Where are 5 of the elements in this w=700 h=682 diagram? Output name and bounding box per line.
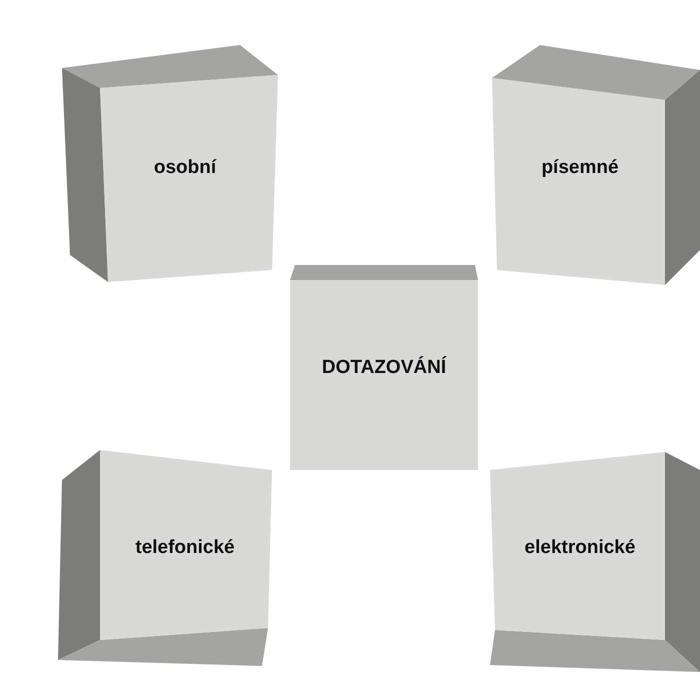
cube-label: telefonické [135,537,235,559]
cube-label: osobní [154,157,216,179]
cube-label: písemné [541,157,619,179]
cube-label: DOTAZOVÁNÍ [322,357,446,379]
cube-label: elektronické [524,537,636,559]
